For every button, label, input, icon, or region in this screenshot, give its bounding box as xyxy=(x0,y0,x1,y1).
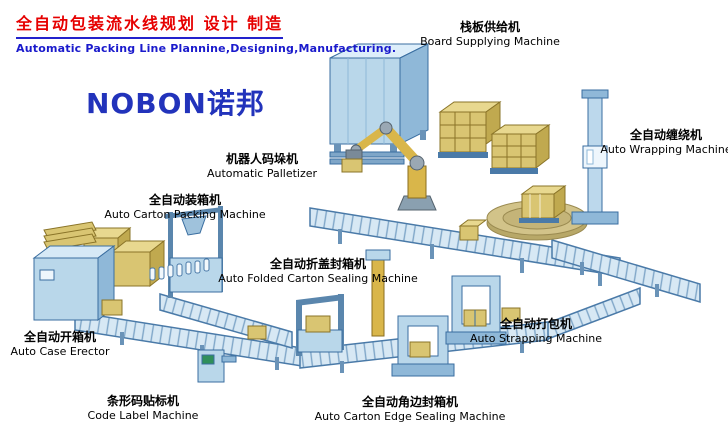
brand-logo: NOBON诺邦 xyxy=(86,87,265,120)
header: 全自动包装流水线规划 设计 制造 Automatic Packing Line … xyxy=(16,10,396,55)
label-en: Auto Folded Carton Sealing Machine xyxy=(218,272,418,285)
code-label-machine-graphic xyxy=(197,349,237,383)
label-auto-wrapping-machine: 全自动缠绕机 Auto Wrapping Machine xyxy=(600,128,728,157)
label-auto-carton-packing-machine: 全自动装箱机 Auto Carton Packing Machine xyxy=(104,193,265,222)
page-subtitle: Automatic Packing Line Plannine,Designin… xyxy=(16,42,397,55)
case-erector-graphic xyxy=(32,221,123,321)
label-cn: 全自动开箱机 xyxy=(23,330,97,344)
strapping-machine-graphic xyxy=(445,275,507,345)
label-en: Auto Case Erector xyxy=(10,345,110,358)
label-cn: 机器人码垛机 xyxy=(225,152,299,166)
label-auto-carton-edge-sealing-machine: 全自动角边封箱机 Auto Carton Edge Sealing Machin… xyxy=(315,395,506,424)
label-en: Automatic Palletizer xyxy=(206,167,318,180)
page-title: 全自动包装流水线规划 设计 制造 xyxy=(16,10,284,39)
label-cn: 全自动装箱机 xyxy=(148,193,221,207)
label-cn: 全自动缠绕机 xyxy=(629,128,703,142)
label-board-supplying-machine: 栈板供给机 Board Supplying Machine xyxy=(420,20,560,49)
label-auto-folded-carton-sealing-machine: 全自动折盖封箱机 Auto Folded Carton Sealing Mach… xyxy=(218,257,418,286)
label-cn: 全自动角边封箱机 xyxy=(361,395,458,409)
label-code-label-machine: 条形码贴标机 Code Label Machine xyxy=(88,394,199,423)
label-auto-strapping-machine: 全自动打包机 Auto Strapping Machine xyxy=(470,317,602,346)
label-cn: 条形码贴标机 xyxy=(106,394,180,408)
folded-carton-sealing-machine-graphic xyxy=(296,294,344,356)
conveyor-right-exit xyxy=(551,238,701,304)
label-auto-case-erector: 全自动开箱机 Auto Case Erector xyxy=(10,330,109,359)
board-supplying-machine-graphic xyxy=(329,43,429,165)
label-en: Board Supplying Machine xyxy=(420,35,560,48)
wrapping-machine-graphic xyxy=(486,89,619,241)
machine-column-graphic xyxy=(365,249,391,337)
conveyor-boxes-graphic xyxy=(247,219,521,340)
label-automatic-palletizer: 机器人码垛机 Automatic Palletizer xyxy=(207,152,317,181)
label-en: Auto Wrapping Machine xyxy=(600,143,728,156)
palletizer-robot-graphic xyxy=(341,121,437,211)
label-cn: 全自动打包机 xyxy=(499,317,572,331)
label-en: Code Label Machine xyxy=(87,409,199,422)
label-en: Auto Strapping Machine xyxy=(469,332,603,345)
label-en: Auto Carton Packing Machine xyxy=(104,208,266,221)
label-cn: 全自动折盖封箱机 xyxy=(269,257,367,271)
pallet-stack-graphic xyxy=(438,101,551,174)
edge-sealing-machine-graphic xyxy=(391,315,455,377)
label-en: Auto Carton Edge Sealing Machine xyxy=(314,410,506,423)
label-cn: 栈板供给机 xyxy=(459,20,520,34)
